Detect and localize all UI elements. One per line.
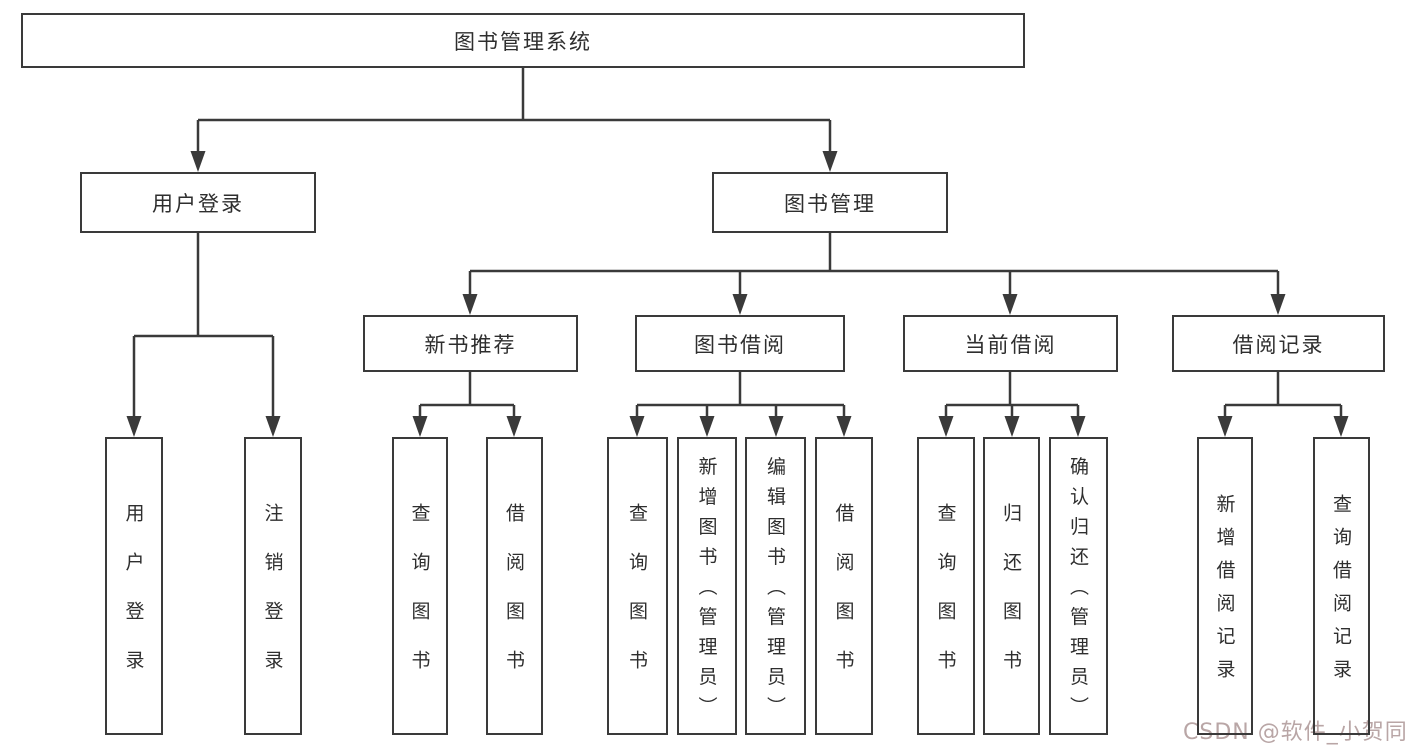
node-current-borrow: 当前借阅 (903, 315, 1118, 372)
connector-new-book (418, 372, 516, 421)
node-label: 图书管理 (784, 191, 876, 216)
node-book-management: 图书管理 (712, 172, 948, 233)
node-root: 图书管理系统 (21, 13, 1025, 68)
leaf-borrow-borrow: 借阅图书 (815, 437, 873, 735)
node-label: 图书借阅 (694, 332, 786, 357)
node-borrow-records: 借阅记录 (1172, 315, 1385, 372)
leaf-logout: 注销登录 (244, 437, 302, 735)
leaf-newbook-query: 查询图书 (392, 437, 448, 735)
arrowheads (126, 151, 1349, 437)
leaf-label: 查询借阅记录 (1330, 494, 1352, 692)
connector-current-borrow (944, 372, 1080, 421)
leaf-current-return: 归还图书 (983, 437, 1040, 735)
leaf-label: 借阅图书 (832, 503, 855, 699)
node-book-borrow: 图书借阅 (635, 315, 845, 372)
node-label: 新书推荐 (424, 332, 517, 357)
leaf-label: 确认归还（管理员） (1067, 456, 1089, 727)
leaf-label: 用户登录 (122, 503, 145, 699)
leaf-label: 归还图书 (1000, 503, 1022, 699)
leaf-label: 新增图书（管理员） (695, 456, 718, 727)
connector-root (196, 68, 832, 156)
leaf-label: 编辑图书（管理员） (764, 456, 786, 727)
leaf-newbook-borrow: 借阅图书 (486, 437, 543, 735)
leaf-label: 借阅图书 (503, 503, 525, 699)
connector-borrow-records (1223, 372, 1343, 421)
leaf-label: 新增借阅记录 (1213, 494, 1236, 692)
leaf-borrow-add-admin: 新增图书（管理员） (677, 437, 737, 735)
node-user-login-module: 用户登录 (80, 172, 316, 233)
leaf-label: 查询图书 (626, 503, 648, 699)
leaf-records-query: 查询借阅记录 (1313, 437, 1370, 735)
leaf-borrow-edit-admin: 编辑图书（管理员） (745, 437, 806, 735)
node-label: 当前借阅 (964, 332, 1057, 357)
leaf-label: 注销登录 (261, 503, 284, 699)
leaf-user-login: 用户登录 (105, 437, 163, 735)
leaf-records-add: 新增借阅记录 (1197, 437, 1253, 735)
leaf-label: 查询图书 (408, 503, 431, 699)
leaf-borrow-query: 查询图书 (607, 437, 668, 735)
node-label: 借阅记录 (1232, 332, 1325, 357)
node-root-label: 图书管理系统 (454, 29, 592, 54)
leaf-label: 查询图书 (934, 503, 957, 699)
connector-book-borrow (635, 372, 846, 421)
node-label: 用户登录 (152, 191, 244, 216)
leaf-current-confirm-admin: 确认归还（管理员） (1049, 437, 1108, 735)
node-new-book-recommend: 新书推荐 (363, 315, 578, 372)
leaf-current-query: 查询图书 (917, 437, 975, 735)
connector-book (468, 233, 1280, 299)
connector-user (132, 233, 275, 421)
